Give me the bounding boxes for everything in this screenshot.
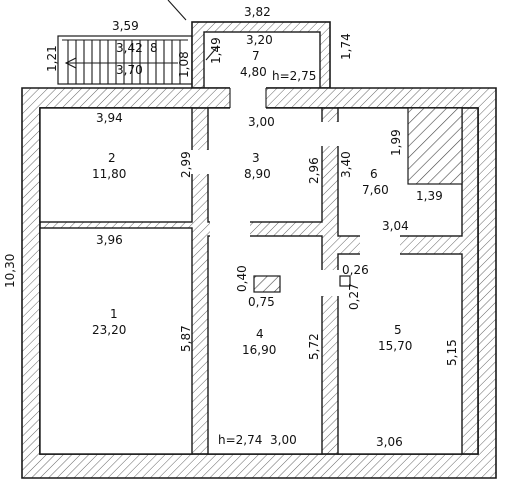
room-8-stairs xyxy=(57,35,193,85)
room-7-left-dim: 1,49 xyxy=(209,37,223,64)
room-2 xyxy=(39,107,193,223)
room-7-annex xyxy=(191,21,331,89)
annex-top-dim: 3,82 xyxy=(244,5,271,19)
room-7-top-dim: 3,20 xyxy=(246,33,273,47)
room-2-top-dim: 3,94 xyxy=(96,111,123,125)
doorway-3-4 xyxy=(210,220,250,238)
room-7-right-dim: 1,74 xyxy=(339,33,353,60)
room-1-side-dim: 5,87 xyxy=(179,325,193,352)
room-6-number: 6 xyxy=(370,167,378,181)
room-8-area: 3,70 xyxy=(116,63,143,77)
room-6-nook xyxy=(407,107,463,185)
room-5-area: 15,70 xyxy=(378,339,412,353)
room-8-left-dim: 1,21 xyxy=(45,45,59,72)
room-3 xyxy=(207,107,323,223)
room-2-number: 2 xyxy=(108,151,116,165)
room-5-side-dim: 5,15 xyxy=(445,339,459,366)
room-8-right-dim: 1,08 xyxy=(177,51,191,78)
doorway-2-3 xyxy=(190,150,210,174)
leader-line xyxy=(167,0,187,21)
total-left-dim: 10,30 xyxy=(3,254,17,288)
room-1 xyxy=(39,227,193,455)
closet-width: 0,40 xyxy=(235,265,249,292)
room-7-area: 4,80 xyxy=(240,65,267,79)
room-2-side-dim: 2,99 xyxy=(179,151,193,178)
room-1-area: 23,20 xyxy=(92,323,126,337)
room-7-height: h=2,75 xyxy=(272,69,316,83)
room-1-number: 1 xyxy=(110,307,118,321)
vent-w: 0,26 xyxy=(342,263,369,277)
doorway-4-5 xyxy=(320,270,340,296)
doorway-7-3 xyxy=(230,86,266,110)
room-8-number: 8 xyxy=(150,41,158,55)
room-7-number: 7 xyxy=(252,49,260,63)
room-6-nook-h: 1,99 xyxy=(389,129,403,156)
room-8-top-dim: 3,42 xyxy=(116,41,143,55)
room-4-bottom-dim: 3,00 xyxy=(270,433,297,447)
room-6-side-dim: 3,40 xyxy=(339,151,353,178)
room-3-top-dim: 3,00 xyxy=(248,115,275,129)
room-5-bottom-dim: 3,06 xyxy=(376,435,403,449)
room-4-area: 16,90 xyxy=(242,343,276,357)
vent-h: 0,27 xyxy=(347,283,361,310)
doorway-6-5 xyxy=(360,234,400,256)
room-3-area: 8,90 xyxy=(244,167,271,181)
room-5 xyxy=(337,253,463,455)
room-3-number: 3 xyxy=(252,151,260,165)
closet-area: 0,75 xyxy=(248,295,275,309)
room-4 xyxy=(207,235,323,455)
room-2-area: 11,80 xyxy=(92,167,126,181)
room-4-side-dim: 5,72 xyxy=(307,333,321,360)
room-6-top-dim: 3,04 xyxy=(382,219,409,233)
stair-treads xyxy=(62,39,188,84)
vent-icon xyxy=(339,275,351,287)
room-6-area: 7,60 xyxy=(362,183,389,197)
room-1-top-dim: 3,96 xyxy=(96,233,123,247)
doorway-3-6 xyxy=(320,122,340,146)
room-4-number: 4 xyxy=(256,327,264,341)
closet xyxy=(253,275,281,293)
room-4-height: h=2,74 xyxy=(218,433,262,447)
room-5-number: 5 xyxy=(394,323,402,337)
stair-top-dim: 3,59 xyxy=(112,19,139,33)
room-6-nook-w: 1,39 xyxy=(416,189,443,203)
room-3-side-dim: 2,96 xyxy=(307,157,321,184)
arrow-head-icon xyxy=(64,57,77,69)
